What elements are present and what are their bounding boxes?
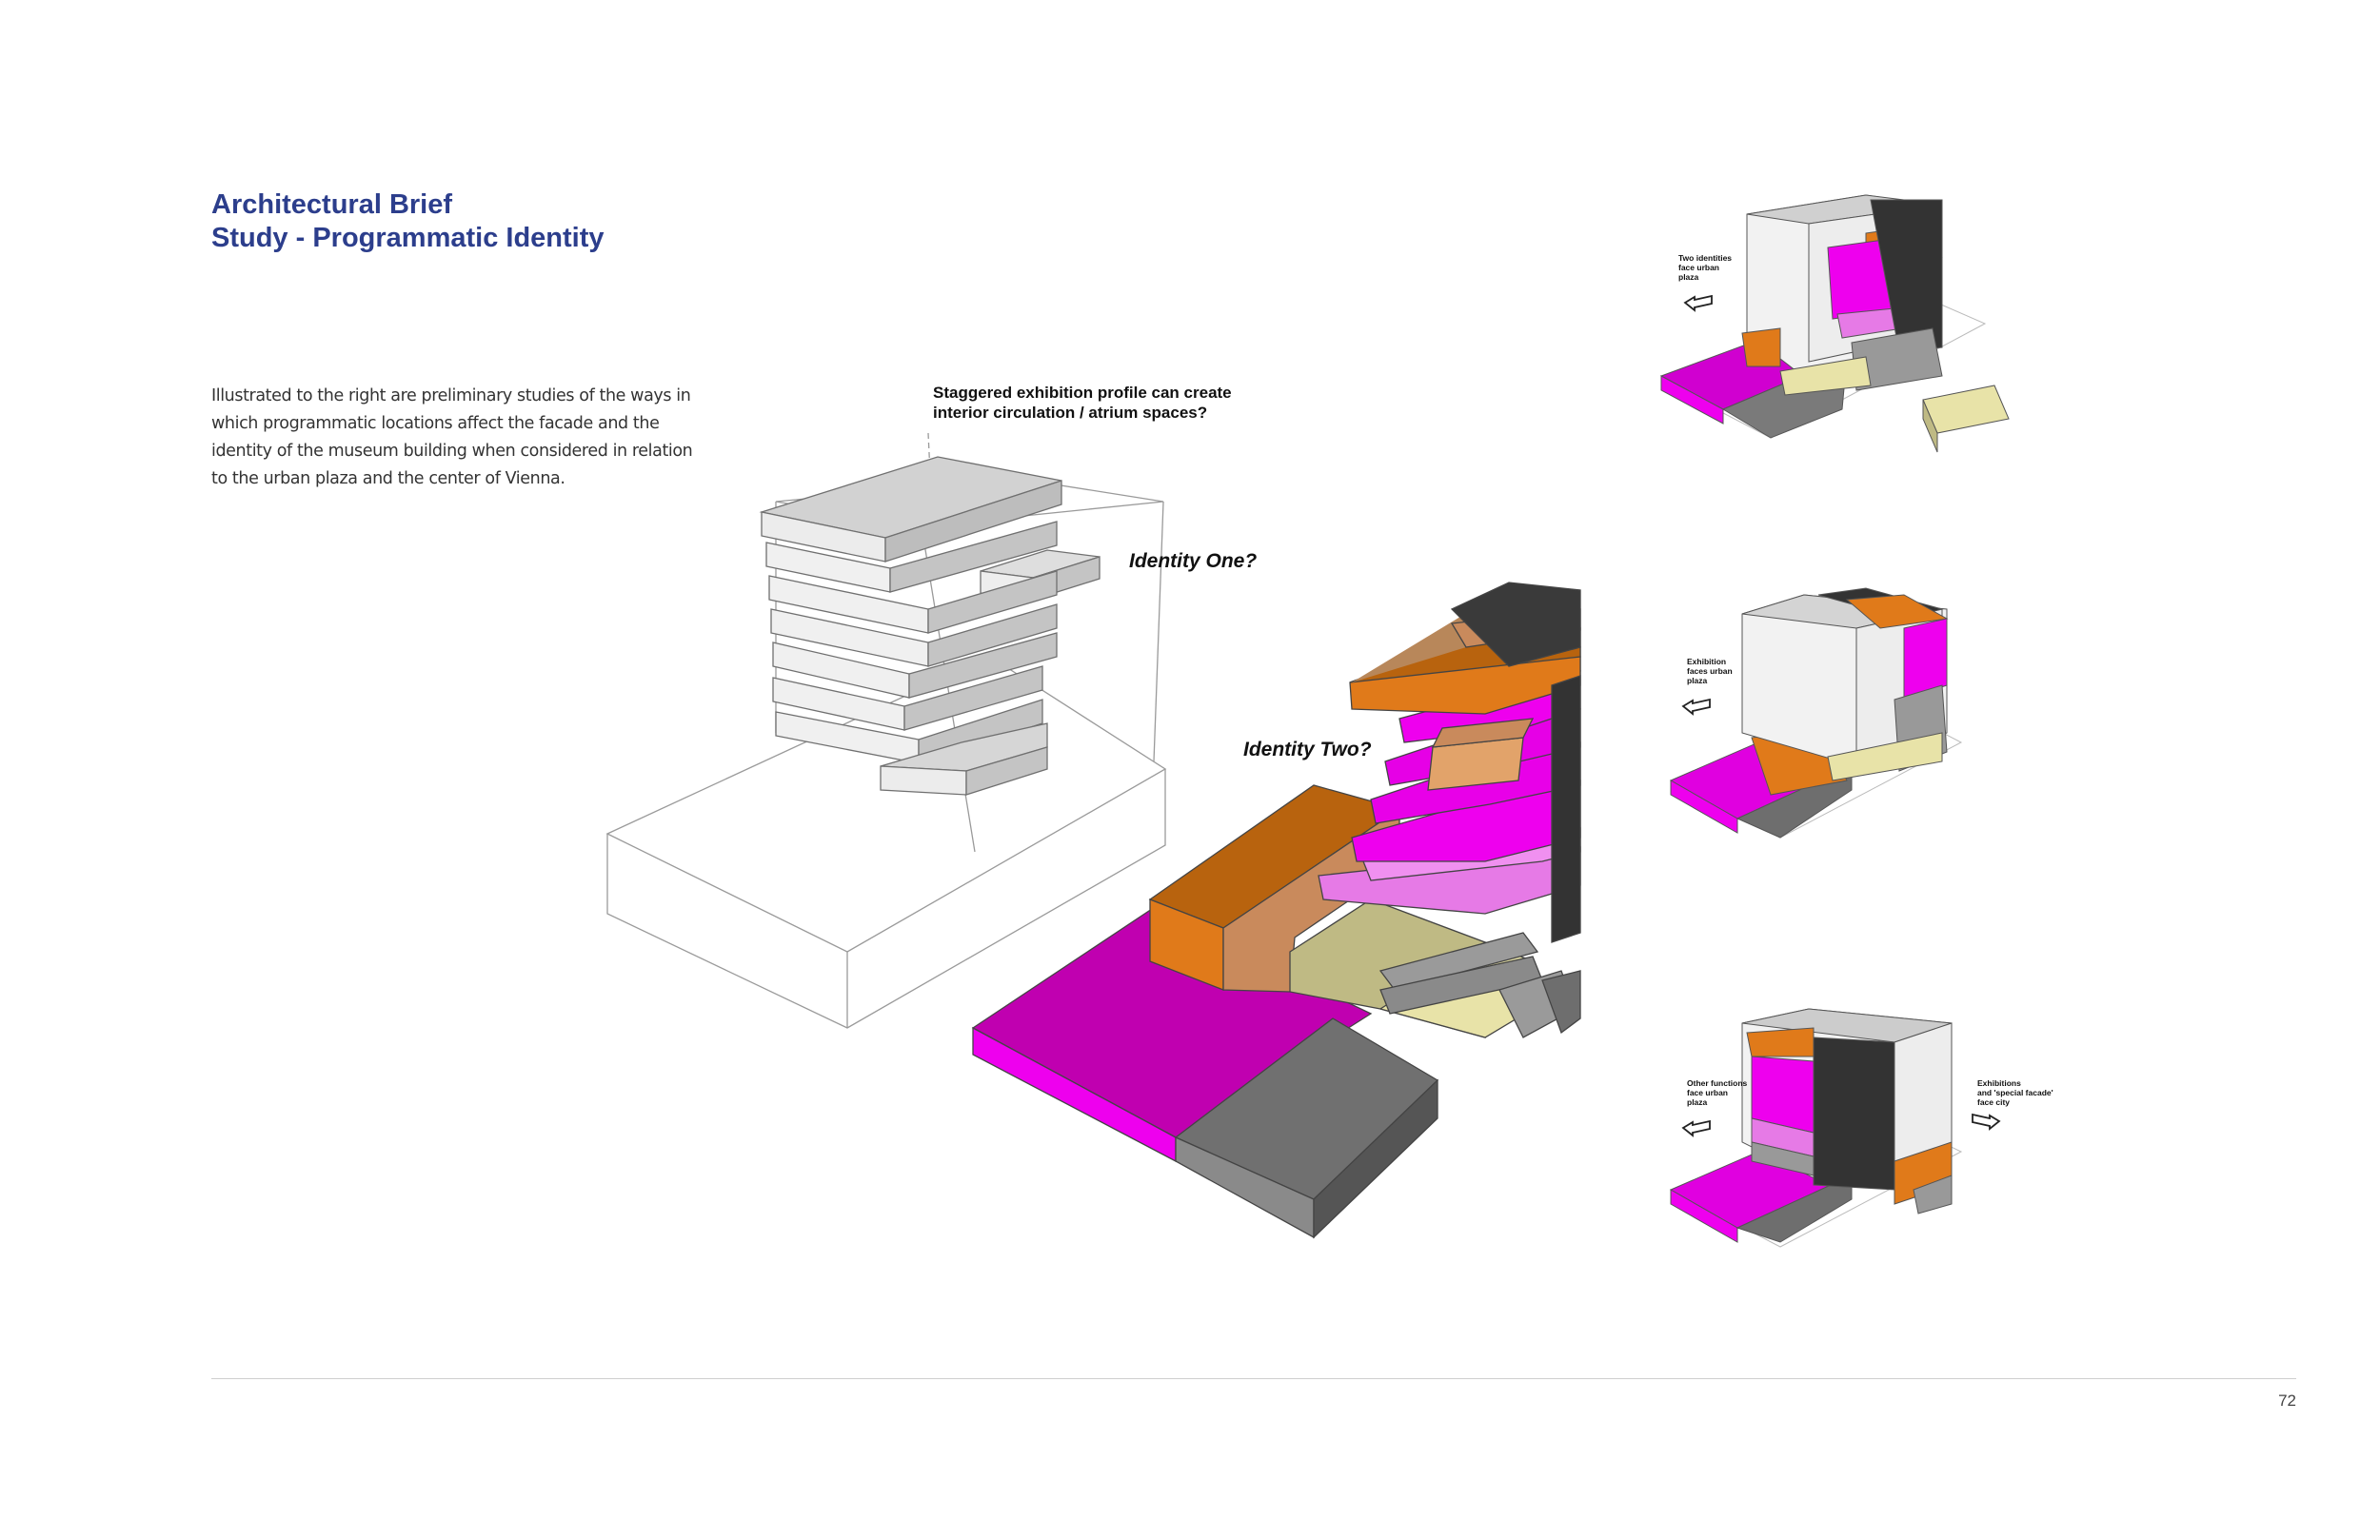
study3-right-note-line3: face city bbox=[1977, 1097, 2011, 1107]
identity-one-label: Identity One? bbox=[1129, 550, 1258, 572]
study1-note-line1: Two identities bbox=[1678, 253, 1733, 263]
study1-note-line2: face urban bbox=[1678, 263, 1719, 272]
arrow-left-icon-study1 bbox=[1683, 294, 1713, 312]
study2-note-line3: plaza bbox=[1687, 676, 1708, 685]
study3-left-note-line1: Other functions bbox=[1687, 1078, 1748, 1088]
staggered-note: Staggered exhibition profile can create … bbox=[933, 383, 1232, 423]
staggered-note-line1: Staggered exhibition profile can create bbox=[933, 384, 1232, 402]
colored-massing-model bbox=[971, 582, 1581, 1239]
study3-right-note: Exhibitions and 'special facade' face ci… bbox=[1977, 1078, 2053, 1107]
arrow-right-icon-study3 bbox=[1972, 1113, 2001, 1131]
staggered-note-line2: interior circulation / atrium spaces? bbox=[933, 404, 1208, 422]
title-line-2: Study - Programmatic Identity bbox=[211, 223, 605, 253]
study2-note-line1: Exhibition bbox=[1687, 657, 1727, 666]
study2-note-line2: faces urban bbox=[1687, 666, 1733, 676]
page-number: 72 bbox=[2278, 1392, 2296, 1410]
white-slab-stack bbox=[759, 456, 1101, 796]
study3-right-note-line1: Exhibitions bbox=[1977, 1078, 2021, 1088]
arrow-left-icon-study3 bbox=[1681, 1119, 1711, 1137]
page-title: Architectural Brief Study - Programmatic… bbox=[211, 188, 605, 255]
study-model-2 bbox=[1669, 587, 1963, 839]
intro-paragraph: Illustrated to the right are preliminary… bbox=[211, 386, 693, 488]
study-model-1 bbox=[1659, 194, 2010, 453]
study3-left-note-line2: face urban bbox=[1687, 1088, 1728, 1097]
study3-left-note-line3: plaza bbox=[1687, 1097, 1708, 1107]
arrow-left-icon-study2 bbox=[1681, 698, 1711, 716]
identity-two-label: Identity Two? bbox=[1243, 739, 1372, 760]
study2-note: Exhibition faces urban plaza bbox=[1687, 657, 1733, 685]
study3-left-note: Other functions face urban plaza bbox=[1687, 1078, 1747, 1107]
study3-right-note-line2: and 'special facade' bbox=[1977, 1088, 2053, 1097]
study1-note-line3: plaza bbox=[1678, 272, 1699, 282]
title-line-1: Architectural Brief bbox=[211, 189, 453, 220]
footer-divider bbox=[211, 1378, 2296, 1379]
study1-note: Two identities face urban plaza bbox=[1678, 253, 1732, 282]
study-model-3 bbox=[1669, 1008, 1963, 1248]
